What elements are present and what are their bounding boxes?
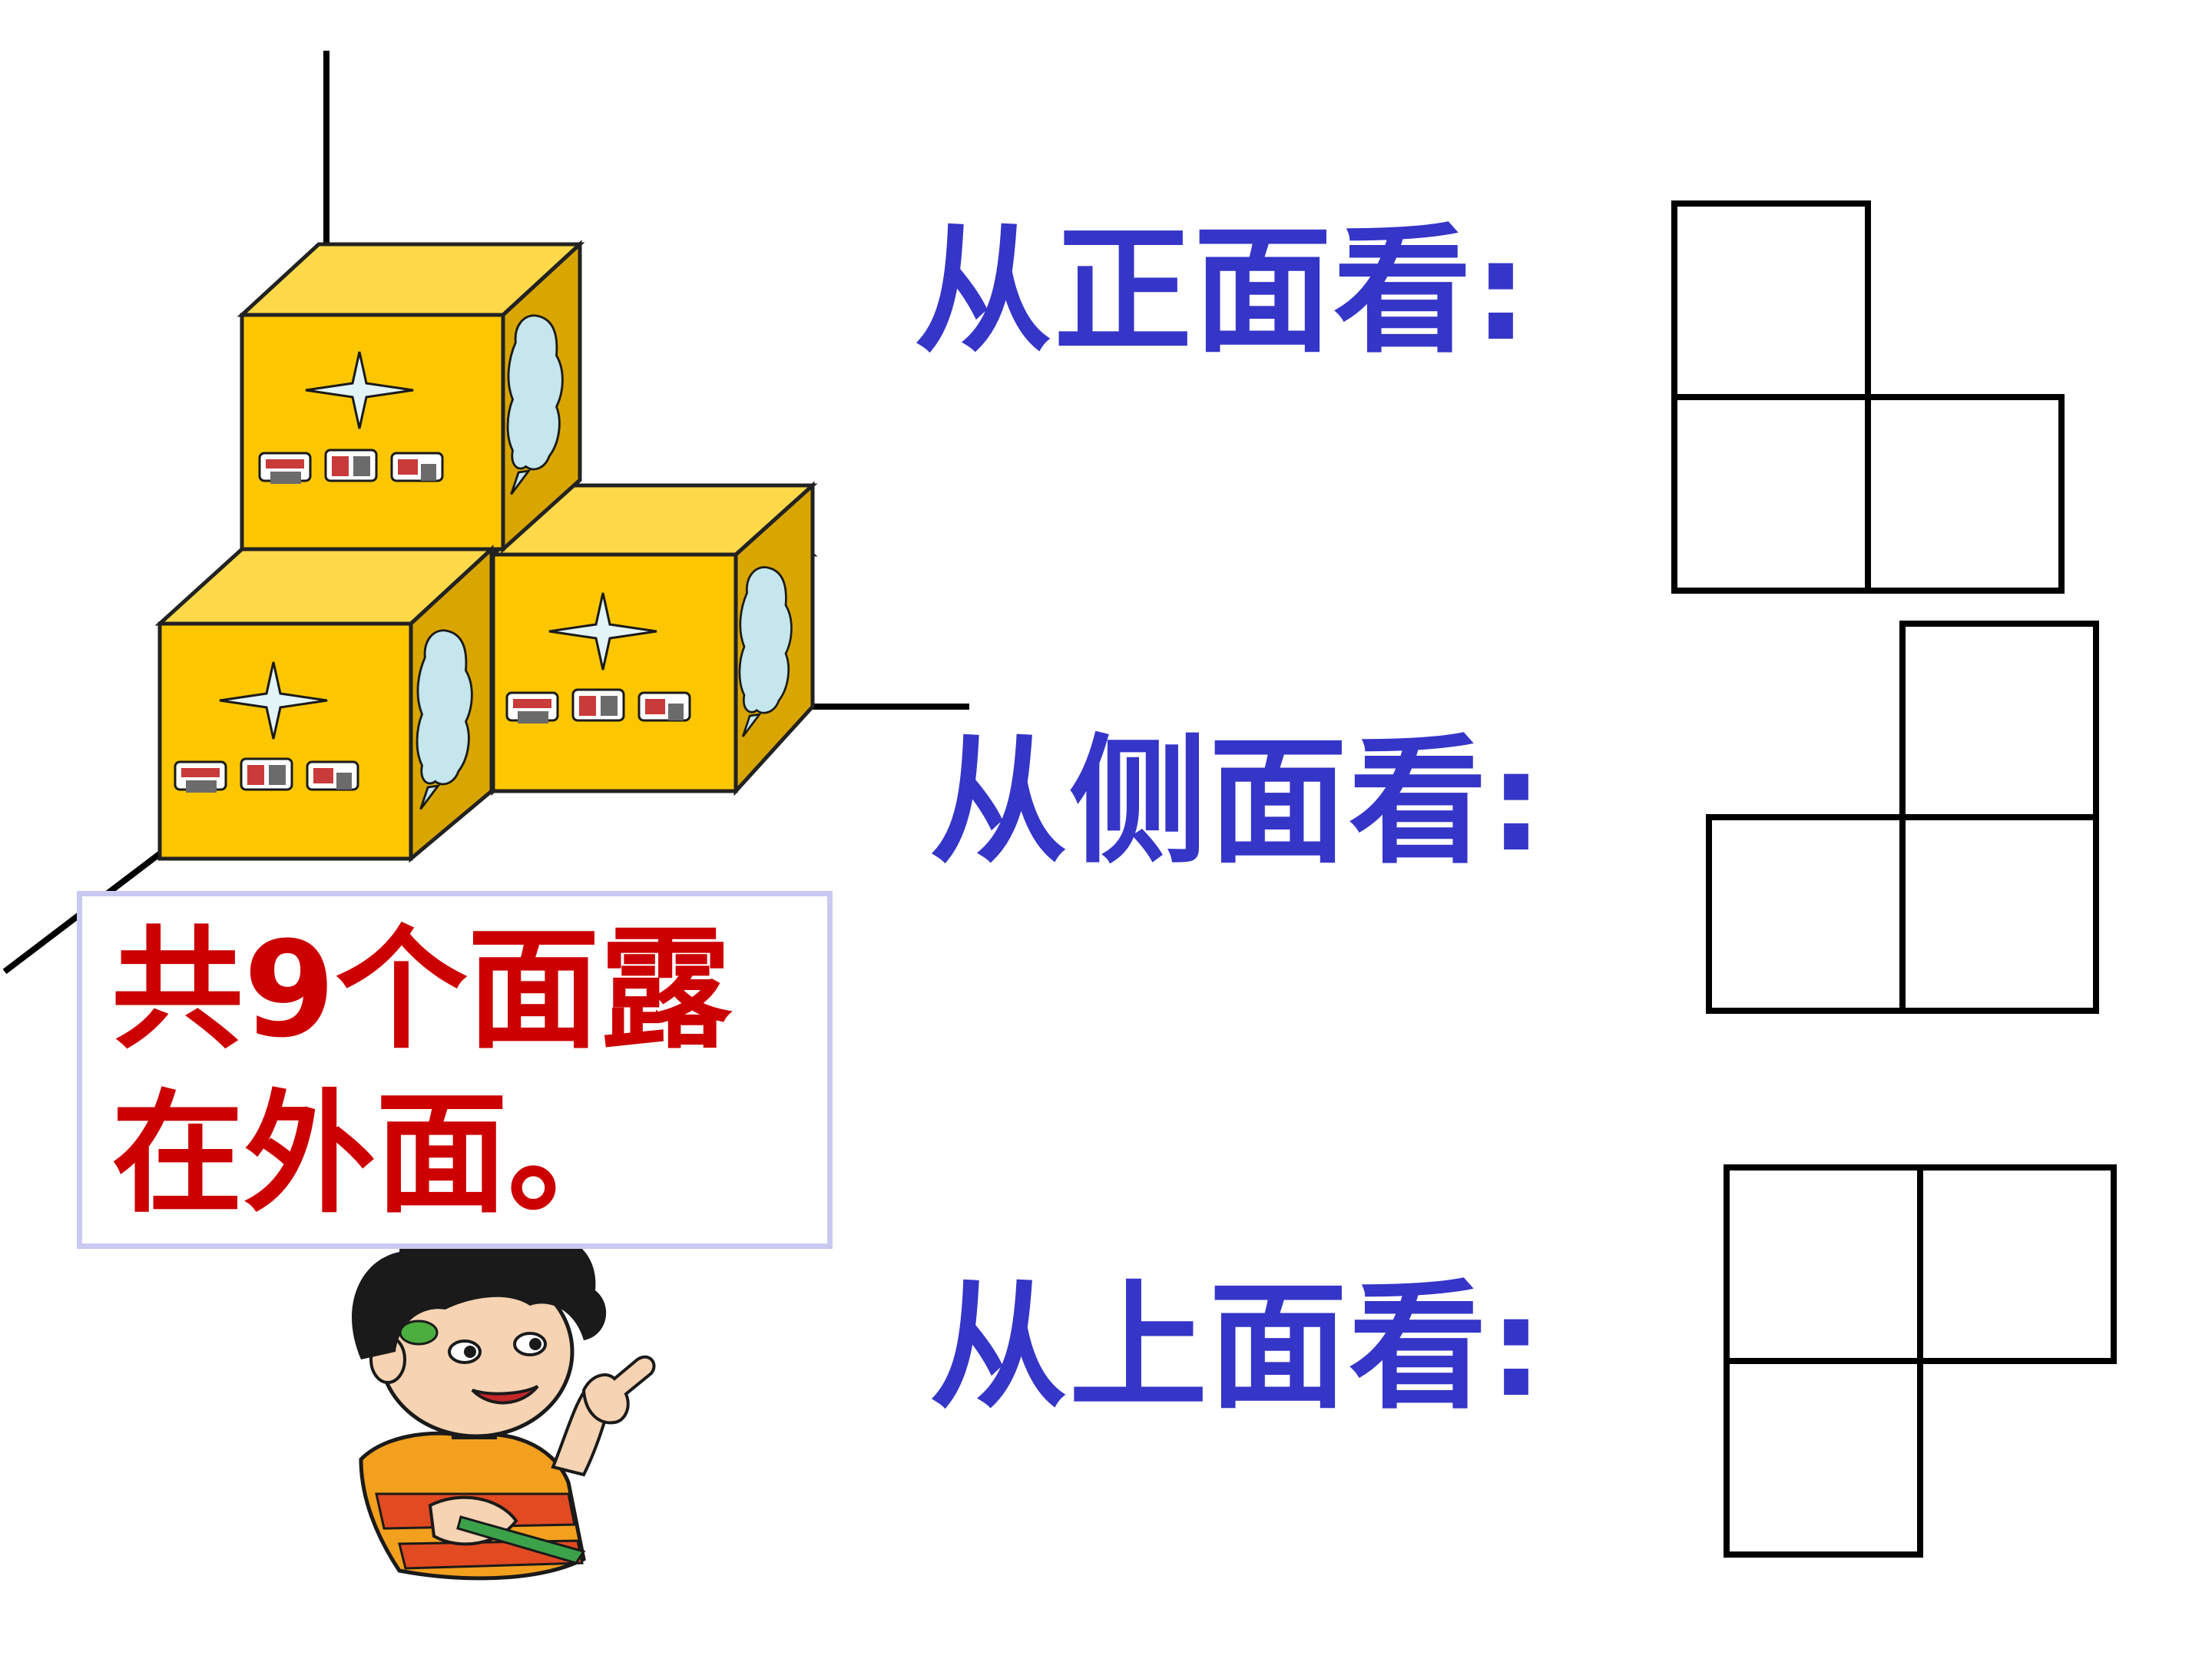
- top-view-label: 从上面看:: [929, 1267, 1545, 1428]
- side-view-label: 从侧面看:: [929, 722, 1545, 882]
- view-cell: [1724, 1164, 1923, 1364]
- view-cell: [1917, 1164, 2117, 1364]
- front-view-label: 从正面看:: [914, 211, 1530, 372]
- note-line-1: 共9个面露: [111, 912, 732, 1067]
- view-cell: [1899, 621, 2099, 820]
- front-view-grid: [1671, 200, 2065, 594]
- view-cell: [1671, 200, 1871, 400]
- view-cell: [1724, 1358, 1923, 1558]
- view-grids: [1671, 200, 2117, 1558]
- note-line-2: 在外面。: [111, 1077, 640, 1231]
- cube-bottom-right: [488, 481, 818, 796]
- view-cell: [1899, 814, 2099, 1014]
- tv-sticker-icon: [258, 449, 444, 485]
- tv-sticker-icon: [505, 688, 691, 725]
- pointing-boy-icon: [352, 1217, 656, 1581]
- side-view-grid: [1706, 621, 2099, 1014]
- cube-top: [237, 240, 585, 554]
- view-cell: [1865, 394, 2065, 594]
- note-box: 共9个面露 在外面。: [77, 891, 833, 1249]
- tv-sticker-icon: [174, 757, 359, 794]
- cube-bottom-left: [154, 545, 497, 863]
- view-cell: [1671, 394, 1871, 594]
- top-view-grid: [1724, 1164, 2117, 1558]
- view-cell: [1706, 814, 1906, 1014]
